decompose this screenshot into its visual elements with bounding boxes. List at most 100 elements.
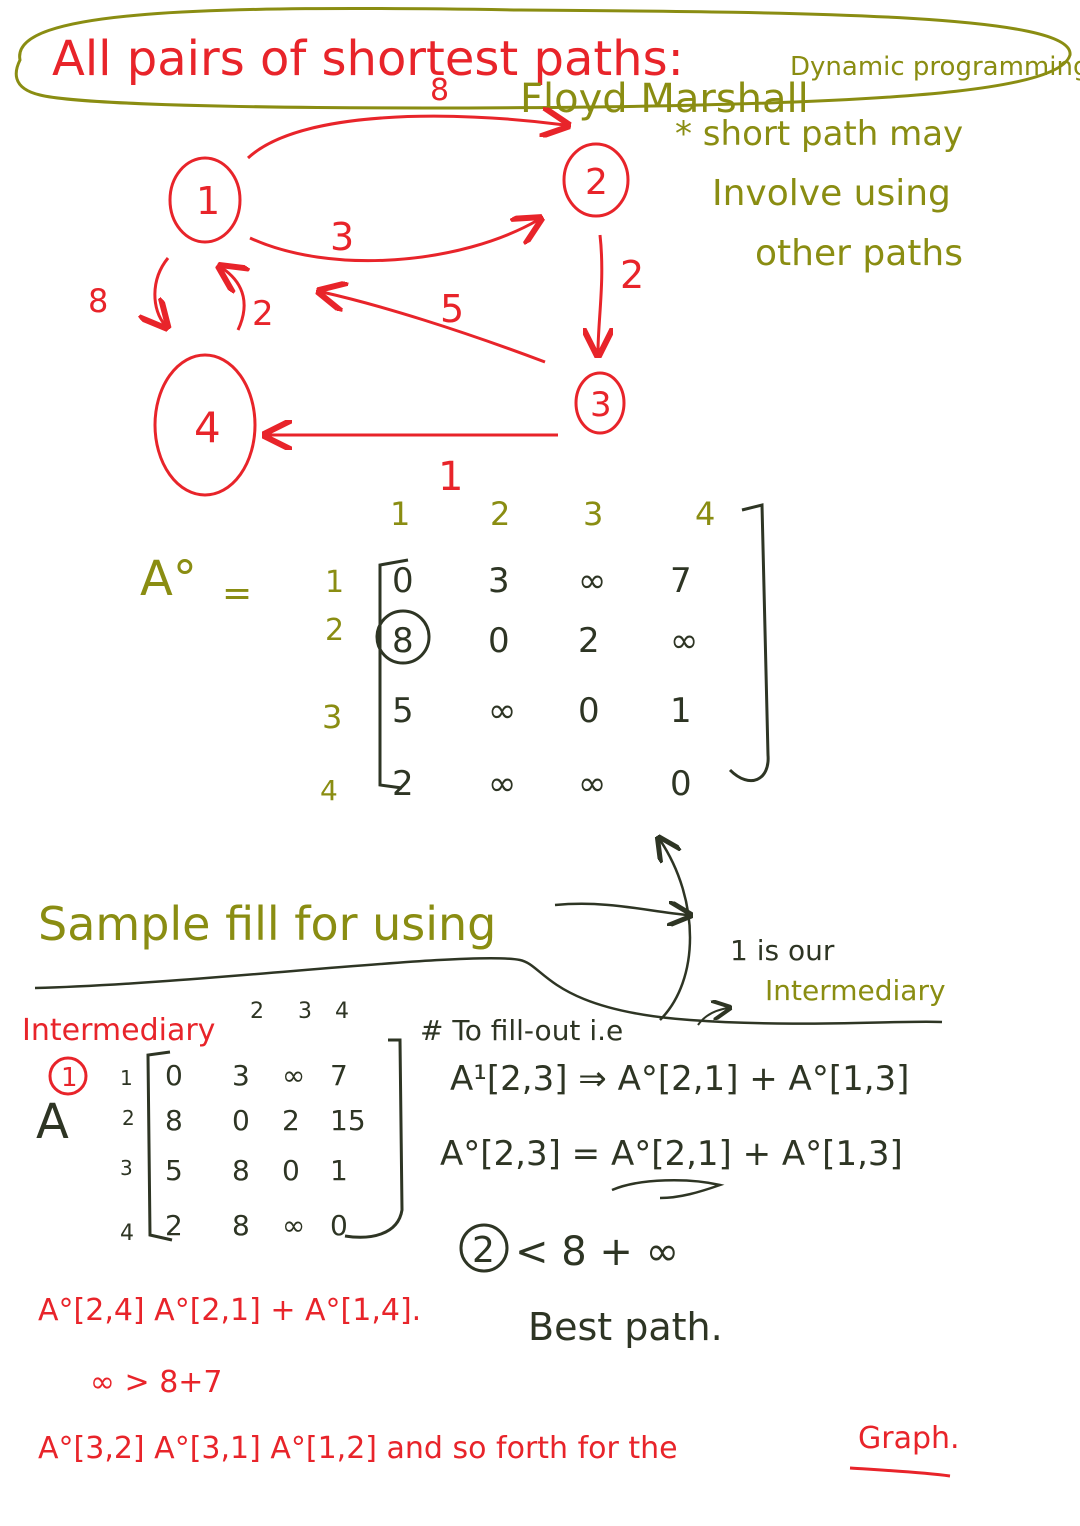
sample-heading: Sample fill for using — [38, 897, 496, 951]
node-3-circle — [574, 371, 626, 435]
equation-4: ∞ > 8+7 — [90, 1365, 223, 1400]
edge-2-3 — [598, 234, 602, 352]
sample-left-bracket — [146, 1050, 173, 1242]
matrix-a0-equals: = — [222, 573, 252, 614]
matrix-a0-cell-r2-c1: 8 — [392, 621, 414, 661]
circled-intermediary-index — [48, 1056, 88, 1096]
sample-row-header-1: 1 — [120, 1066, 133, 1090]
sample-cell-r1-c3: ∞ — [282, 1059, 305, 1092]
edge-weight-2-3: 2 — [620, 253, 644, 297]
edge-weight-3-1: 5 — [440, 287, 464, 331]
title-main: All pairs of shortest paths: — [52, 31, 684, 87]
equation-5: A°[3,2] A°[3,1] A°[1,2] and so forth for… — [38, 1431, 678, 1466]
matrix-a0-cell-r1-c4: 7 — [670, 561, 692, 601]
node-2-label: 2 — [585, 162, 608, 203]
title-tag: Dynamic programming — [790, 52, 1080, 82]
edge-weight-1-4: 8 — [88, 282, 108, 320]
intermediary-note-1: 1 is our — [730, 934, 835, 967]
sample-cell-r2-c1: 8 — [165, 1104, 183, 1137]
edge-1-2-lower — [249, 220, 538, 263]
edge-1-2-upper — [246, 116, 565, 160]
col-header-4: 4 — [695, 495, 715, 533]
edge-weight-1-2-lower: 3 — [330, 215, 354, 259]
sample-col-header-3: 3 — [298, 999, 312, 1024]
intermediary-note-2: Intermediary — [765, 974, 946, 1007]
title-loop — [14, 6, 1072, 110]
sample-cell-r1-c1: 0 — [165, 1059, 183, 1092]
col-header-3: 3 — [583, 495, 603, 533]
sample-row-header-3: 3 — [120, 1156, 133, 1180]
edge-4-1 — [222, 268, 244, 331]
compare-circle — [459, 1223, 509, 1273]
sample-cell-r4-c1: 2 — [165, 1209, 183, 1242]
row-header-2: 2 — [325, 613, 344, 648]
sample-cell-r3-c1: 5 — [165, 1154, 183, 1187]
matrix-a0-right-bracket — [728, 503, 770, 783]
row-header-4: 4 — [320, 774, 338, 807]
matrix-a0-cell-r1-c3: ∞ — [578, 561, 606, 601]
edge-weight-1-2-upper: 8 — [430, 73, 449, 108]
matrix-a0-circled-cell — [375, 609, 431, 665]
matrix-a0-cell-r3-c1: 5 — [392, 691, 414, 731]
node-4-circle — [153, 353, 257, 497]
sample-cell-r3-c4: 1 — [330, 1154, 348, 1187]
equation-3: A°[2,4] A°[2,1] + A°[1,4]. — [38, 1293, 421, 1328]
matrix-a0-cell-r1-c1: 0 — [392, 561, 414, 601]
sample-cell-r4-c2: 8 — [232, 1209, 250, 1242]
matrix-a0-cell-r2-c4: ∞ — [670, 621, 698, 661]
matrix-a0-cell-r3-c3: 0 — [578, 691, 600, 731]
row-header-1: 1 — [325, 565, 344, 600]
equation-5-graph: Graph. — [858, 1421, 960, 1456]
sample-heading-arrow — [554, 904, 688, 915]
sample-cell-r1-c4: 7 — [330, 1059, 348, 1092]
graph-underline — [849, 1466, 951, 1478]
note-line-1: * short path may — [675, 114, 963, 154]
col-header-1: 1 — [390, 495, 410, 533]
node-3-label: 3 — [590, 385, 612, 425]
node-1-circle — [168, 156, 242, 244]
matrix-a0-cell-r3-c4: 1 — [670, 691, 692, 731]
row-header-3: 3 — [322, 698, 342, 736]
matrix-a0-label: A° — [140, 551, 197, 607]
matrix-a0-cell-r2-c3: 2 — [578, 621, 600, 661]
edge-3-1 — [322, 292, 546, 364]
matrix-a0-cell-r4-c3: ∞ — [578, 764, 606, 804]
sample-cell-r2-c4: 15 — [330, 1104, 366, 1137]
intermediary-label: Intermediary — [22, 1013, 215, 1048]
fill-heading: # To fill-out i.e — [420, 1014, 623, 1047]
sample-cell-r2-c2: 0 — [232, 1104, 250, 1137]
node-4-label: 4 — [194, 403, 221, 452]
sample-cell-r1-c2: 3 — [232, 1059, 250, 1092]
sample-right-bracket — [344, 1038, 404, 1239]
node-1-label: 1 — [196, 179, 220, 223]
sample-col-header-4: 4 — [335, 999, 349, 1024]
equation-1: A¹[2,3] ⇒ A°[2,1] + A°[1,3] — [450, 1059, 909, 1099]
sample-cell-r3-c2: 8 — [232, 1154, 250, 1187]
edge-1-4 — [155, 257, 168, 325]
compare-value: 2 — [472, 1230, 495, 1271]
sample-section: Sample fill for using 1 is our Intermedi… — [22, 840, 960, 1478]
intermediary-arrow — [697, 1008, 728, 1026]
graph: 8 3 2 5 8 2 1 1 2 3 4 — [88, 73, 644, 500]
circled-intermediary-value: 1 — [61, 1063, 78, 1093]
matrix-a0-cell-r2-c2: 0 — [488, 621, 510, 661]
sample-curve-to-a0 — [660, 840, 692, 1021]
equation-2: A°[2,3] = A°[2,1] + A°[1,3] — [440, 1134, 903, 1174]
matrix-a0-cell-r4-c4: 0 — [670, 764, 692, 804]
compare-rest: < 8 + ∞ — [515, 1229, 679, 1275]
matrix-a0-left-bracket — [378, 558, 409, 790]
title-section: All pairs of shortest paths: Dynamic pro… — [14, 6, 1080, 274]
sample-matrix-label: A — [36, 1094, 69, 1150]
matrix-a0-cell-r4-c2: ∞ — [488, 764, 516, 804]
equation-2-brace — [611, 1179, 725, 1200]
sample-row-header-4: 4 — [120, 1221, 134, 1246]
sample-row-header-2: 2 — [122, 1106, 135, 1130]
note-line-2: Involve using — [712, 173, 951, 214]
note-line-3: other paths — [755, 233, 963, 274]
matrix-a0-cell-r4-c1: 2 — [392, 764, 414, 804]
col-header-2: 2 — [490, 495, 510, 533]
sample-cell-r2-c3: 2 — [282, 1104, 300, 1137]
